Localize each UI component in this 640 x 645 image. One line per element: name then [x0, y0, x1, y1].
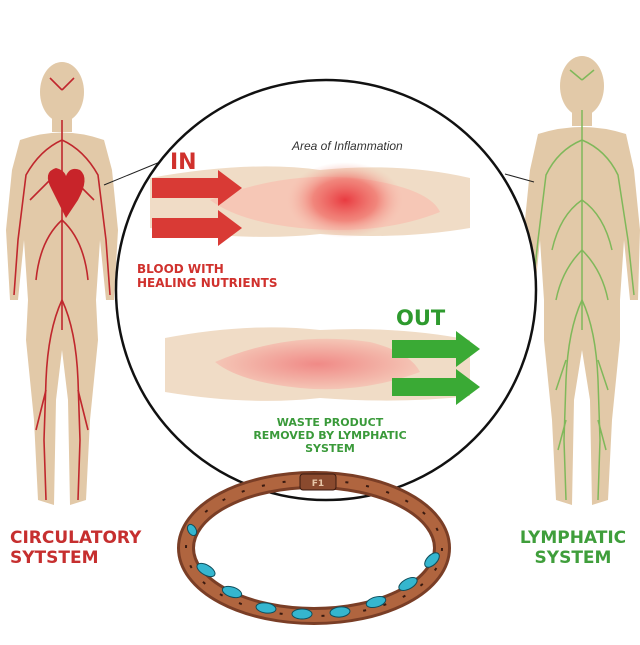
in-arrows: [152, 170, 242, 246]
connector-line-right: [504, 173, 535, 183]
circulatory-figure: [6, 62, 118, 505]
waste-label-line: REMOVED BY LYMPHATIC: [253, 429, 407, 443]
lymphatic-label-line: LYMPHATIC: [519, 528, 627, 548]
circulatory-label-line: CIRCULATORY: [10, 528, 142, 548]
inflammation-spot: [287, 162, 403, 238]
circulatory-system-label: CIRCULATORY SYTSTEM: [10, 528, 170, 569]
out-label: OUT: [396, 306, 446, 330]
copper-bracelet: F1: [177, 471, 451, 625]
area-of-inflammation-label: Area of Inflammation: [292, 139, 403, 153]
connector-line-left: [103, 161, 161, 186]
turquoise-stones: [186, 523, 440, 620]
lymphatic-figure: [524, 56, 640, 505]
bracelet-clasp: [299, 473, 337, 491]
heart-icon: [47, 168, 85, 218]
blood-label-line: BLOOD WITH: [137, 262, 224, 276]
in-label: IN: [170, 150, 197, 175]
circulatory-label-line: SYTSTEM: [10, 548, 99, 569]
lymphatic-system-label: LYMPHATIC SYSTEM: [513, 528, 633, 569]
lymphatic-label-line: SYSTEM: [534, 548, 612, 569]
out-arrows: [392, 331, 480, 405]
waste-product-label: WASTE PRODUCT REMOVED BY LYMPHATIC SYSTE…: [220, 416, 440, 456]
blood-label-line: HEALING NUTRIENTS: [137, 276, 278, 291]
clasp-text: F1: [312, 479, 324, 489]
waste-label-line: SYSTEM: [305, 442, 355, 456]
blood-nutrients-label: BLOOD WITH HEALING NUTRIENTS: [137, 262, 337, 291]
waste-label-line: WASTE PRODUCT: [276, 416, 384, 429]
